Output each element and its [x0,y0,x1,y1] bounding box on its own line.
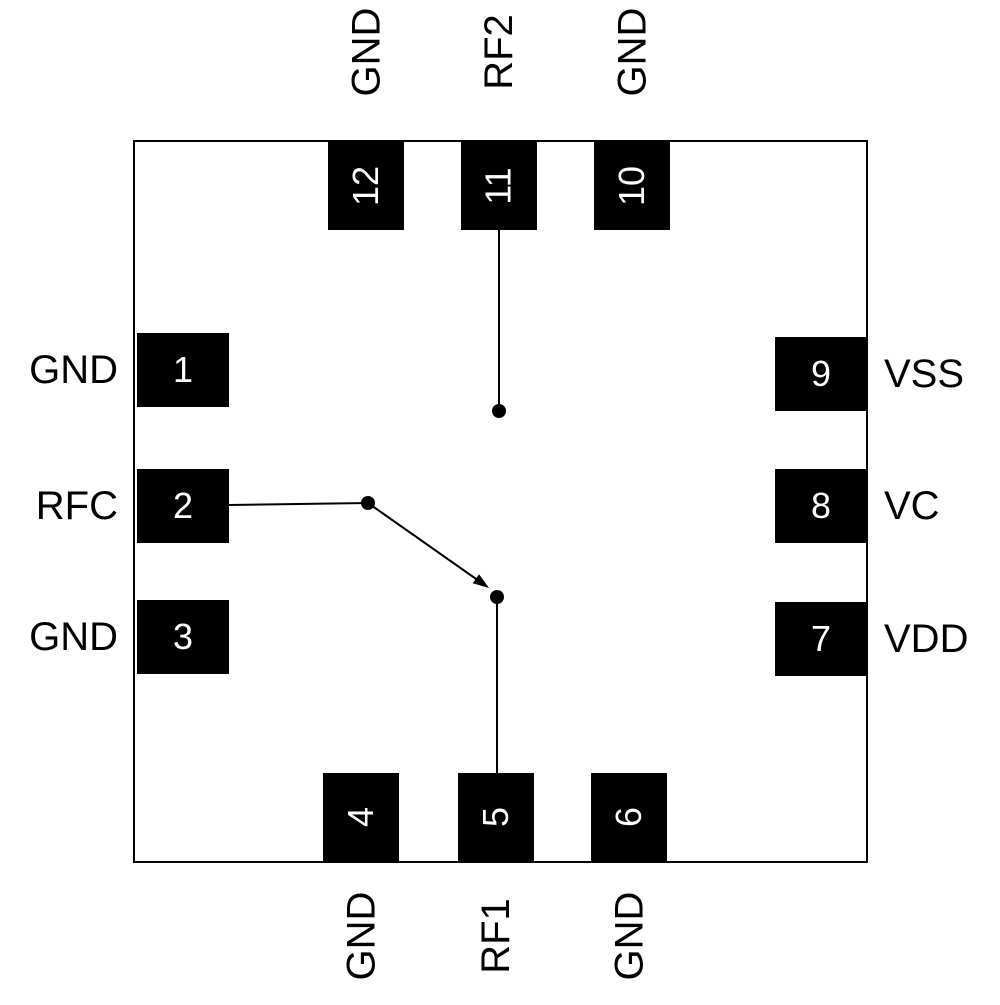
pin-pad-5: 5 [458,773,534,861]
pin-signal-label-4: GND [338,891,383,981]
pin-pad-9: 9 [775,337,867,411]
pin-number-8: 8 [810,485,832,526]
pin-signal-label-11-box: RF2 [449,2,549,102]
pin-signal-label-9: VSS [884,352,965,396]
pin-number-9: 9 [810,353,832,394]
pin-signal-label-7: VDD [884,617,969,661]
pin-signal-label-5-box: RF1 [446,886,546,986]
pin-pad-7: 7 [775,602,867,676]
pin-number-4: 4 [340,806,381,828]
pin-number-3: 3 [172,616,194,657]
pin-pad-12: 12 [328,142,404,230]
pin-pad-11: 11 [461,142,537,230]
pin-number-10: 10 [610,165,652,207]
pin-signal-label-2: RFC [35,484,118,528]
pin-signal-label-3: GND [29,615,118,659]
pin-number-1: 1 [172,349,194,390]
pin-pad-3: 3 [137,600,229,674]
pin-number-11: 11 [478,167,519,205]
pin-pad-8: 8 [775,469,867,543]
pin-signal-label-5: RF1 [473,898,518,974]
pin-number-12: 12 [344,165,386,207]
pin-pad-4: 4 [323,773,399,861]
pin-pad-2: 2 [137,469,229,543]
pin-signal-label-1: GND [29,348,118,392]
pin-signal-label-11: RF2 [476,14,521,90]
pin-pad-1: 1 [137,333,229,407]
pin-signal-label-6-box: GND [579,886,679,986]
pin-signal-label-8: VC [884,484,940,528]
pin-pad-10: 10 [594,142,670,230]
pin-number-6: 6 [608,806,649,828]
pin-signal-label-6: GND [606,891,651,981]
pin-number-5: 5 [475,806,516,828]
pin-signal-label-10-box: GND [582,2,682,102]
pin-signal-label-10: GND [609,7,654,97]
pin-number-7: 7 [810,618,832,659]
pin-signal-label-4-box: GND [311,886,411,986]
chip-outline [133,140,868,863]
pin-signal-label-12: GND [343,7,388,97]
pin-pad-6: 6 [591,773,667,861]
pin-signal-label-12-box: GND [316,2,416,102]
pin-number-2: 2 [172,485,194,526]
